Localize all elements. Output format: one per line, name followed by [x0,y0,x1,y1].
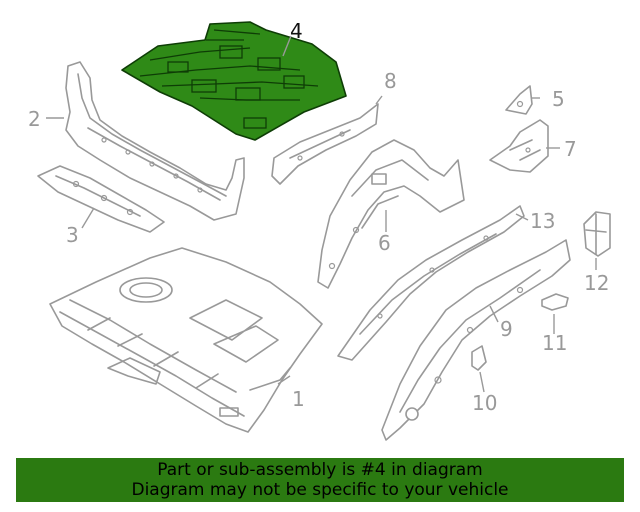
callout-13: 13 [530,209,555,233]
callout-2: 2 [28,107,41,131]
callout-1: 1 [292,387,305,411]
callout-8: 8 [384,69,397,93]
part-11-clip[interactable] [541,293,569,311]
info-banner: Part or sub-assembly is #4 in diagram Di… [16,458,624,502]
part-3-reinforcement[interactable] [37,165,165,233]
callout-7: 7 [564,137,577,161]
part-13-rail[interactable] [337,205,525,361]
part-2-cross-member[interactable] [65,61,245,221]
part-5-bracket[interactable] [505,85,533,115]
banner-line-2: Diagram may not be specific to your vehi… [131,480,509,500]
callout-4: 4 [290,19,303,43]
callout-11: 11 [542,331,567,355]
part-1-rear-floor-pan[interactable] [49,247,323,433]
part-9-side-member[interactable] [381,239,571,441]
parts-diagram: 4 2 3 1 8 5 7 6 13 12 9 11 10 [28,19,611,441]
part-7-bracket[interactable] [489,119,549,173]
part-10-plate[interactable] [471,345,487,371]
callout-12: 12 [584,271,609,295]
callout-10: 10 [472,391,497,415]
callout-5: 5 [552,87,565,111]
part-12-mount[interactable] [583,211,611,257]
part-4-floor-panel[interactable] [121,21,347,141]
callout-3: 3 [66,223,79,247]
callout-9: 9 [500,317,513,341]
leader-lines [46,35,597,393]
part-8-bracket[interactable] [271,103,379,185]
part-6-wheel-house[interactable] [317,139,465,289]
callout-6: 6 [378,231,391,255]
banner-line-1: Part or sub-assembly is #4 in diagram [157,460,483,480]
